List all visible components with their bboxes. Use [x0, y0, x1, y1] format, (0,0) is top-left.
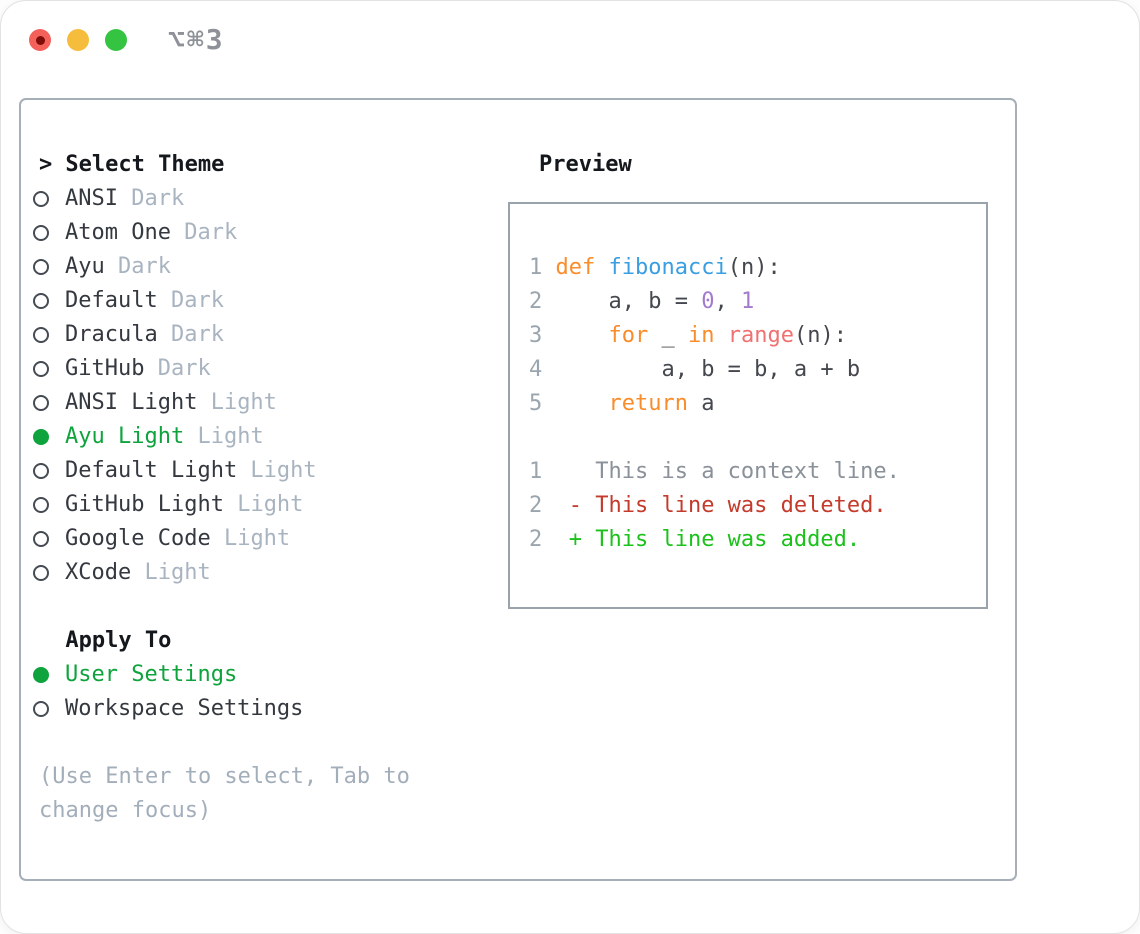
radio-icon[interactable] — [33, 701, 49, 717]
diff-line-added: 2 + This line was added. — [529, 527, 861, 552]
theme-option[interactable]: Dracula Dark — [21, 318, 481, 352]
radio-selected-icon[interactable] — [33, 667, 49, 683]
titlebar: ⌥⌘3 — [1, 1, 1139, 79]
radio-icon[interactable] — [33, 293, 49, 309]
radio-icon[interactable] — [33, 531, 49, 547]
preview-label: Preview — [539, 152, 632, 177]
radio-icon[interactable] — [33, 191, 49, 207]
code-preview: 1 def fibonacci(n): 2 a, b = 0, 1 3 for _ … — [529, 251, 986, 421]
apply-to-option[interactable]: User Settings — [21, 658, 481, 692]
radio-icon[interactable] — [33, 361, 49, 377]
option-label: Workspace Settings — [65, 696, 304, 721]
line-number: 5 — [529, 391, 543, 416]
line-number: 4 — [529, 357, 543, 382]
code-line: 5 return a — [529, 391, 715, 416]
theme-option[interactable]: Ayu Dark — [21, 250, 481, 284]
theme-option[interactable]: XCode Light — [21, 556, 481, 590]
apply-to-header: Apply To — [21, 624, 481, 658]
radio-icon[interactable] — [33, 497, 49, 513]
traffic-lights — [29, 29, 127, 51]
option-label: Google Code — [65, 526, 211, 551]
line-number: 3 — [529, 323, 543, 348]
radio-icon[interactable] — [33, 259, 49, 275]
radio-icon[interactable] — [33, 327, 49, 343]
option-label: XCode — [65, 560, 132, 585]
close-button[interactable] — [29, 29, 51, 51]
blank-line — [529, 421, 986, 455]
option-label: ANSI Light — [65, 390, 198, 415]
window-title: ⌥⌘3 — [168, 23, 225, 56]
option-label: GitHub Light — [65, 492, 224, 517]
option-label: Dracula — [65, 322, 158, 347]
zoom-button[interactable] — [105, 29, 127, 51]
option-label: ANSI — [65, 186, 118, 211]
theme-variant-label: Dark — [144, 356, 211, 381]
option-label: Atom One — [65, 220, 171, 245]
option-label: GitHub — [65, 356, 145, 381]
theme-option[interactable]: GitHub Dark — [21, 352, 481, 386]
theme-variant-label: Light — [184, 424, 264, 449]
spacer — [21, 590, 481, 624]
code-line: 3 for _ in range(n): — [529, 323, 847, 348]
line-number: 1 — [529, 459, 543, 484]
apply-to-option[interactable]: Workspace Settings — [21, 692, 481, 726]
select-theme-header: > Select Theme — [21, 148, 481, 182]
line-number: 1 — [529, 255, 543, 280]
option-label: User Settings — [65, 662, 238, 687]
theme-option[interactable]: Default Dark — [21, 284, 481, 318]
radio-icon[interactable] — [33, 565, 49, 581]
apply-to-label: Apply To — [65, 628, 172, 653]
line-number: 2 — [529, 493, 543, 518]
theme-variant-label: Dark — [117, 186, 185, 211]
preview-box: 1 def fibonacci(n): 2 a, b = 0, 1 3 for _ … — [508, 202, 988, 609]
line-number: 2 — [529, 289, 543, 314]
code-line: 1 def fibonacci(n): — [529, 255, 781, 280]
theme-variant-label: Dark — [104, 254, 171, 279]
theme-variant-label: Dark — [157, 322, 224, 347]
theme-variant-label: Light — [223, 492, 304, 517]
hint-text: (Use Enter to select, Tab to change focu… — [39, 764, 410, 823]
option-label: Default Light — [65, 458, 238, 483]
theme-option[interactable]: ANSI Light Light — [21, 386, 481, 420]
theme-option[interactable]: Google Code Light — [21, 522, 481, 556]
preview-header: Preview — [521, 148, 632, 182]
spacer — [21, 726, 481, 760]
code-line: 4 a, b = b, a + b — [529, 357, 861, 382]
radio-icon[interactable] — [33, 395, 49, 411]
theme-option[interactable]: GitHub Light Light — [21, 488, 481, 522]
theme-option[interactable]: ANSI Dark — [21, 182, 481, 216]
diff-preview: 1 This is a context line. 2 - This line w… — [529, 455, 986, 557]
theme-option[interactable]: Atom One Dark — [21, 216, 481, 250]
option-label: Ayu — [65, 254, 105, 279]
option-label: Ayu Light — [65, 424, 185, 449]
theme-variant-label: Dark — [170, 220, 238, 245]
code-line: 2 a, b = 0, 1 — [529, 289, 755, 314]
diff-line-deleted: 2 - This line was deleted. — [529, 493, 887, 518]
diff-line-context: 1 This is a context line. — [529, 459, 900, 484]
theme-variant-label: Dark — [157, 288, 224, 313]
minimize-button[interactable] — [67, 29, 89, 51]
option-label: Default — [65, 288, 158, 313]
theme-variant-label: Light — [237, 458, 317, 483]
theme-variant-label: Light — [210, 526, 291, 551]
theme-variant-label: Light — [197, 390, 277, 415]
select-theme-label: Select Theme — [65, 152, 225, 177]
theme-variant-label: Light — [131, 560, 211, 585]
close-dot-icon — [35, 35, 45, 45]
line-number: 2 — [529, 527, 543, 552]
theme-option[interactable]: Ayu Light Light — [21, 420, 481, 454]
theme-option[interactable]: Default Light Light — [21, 454, 481, 488]
focus-caret-icon: > — [39, 152, 53, 177]
radio-selected-icon[interactable] — [33, 429, 49, 445]
radio-icon[interactable] — [33, 225, 49, 241]
radio-icon[interactable] — [33, 463, 49, 479]
